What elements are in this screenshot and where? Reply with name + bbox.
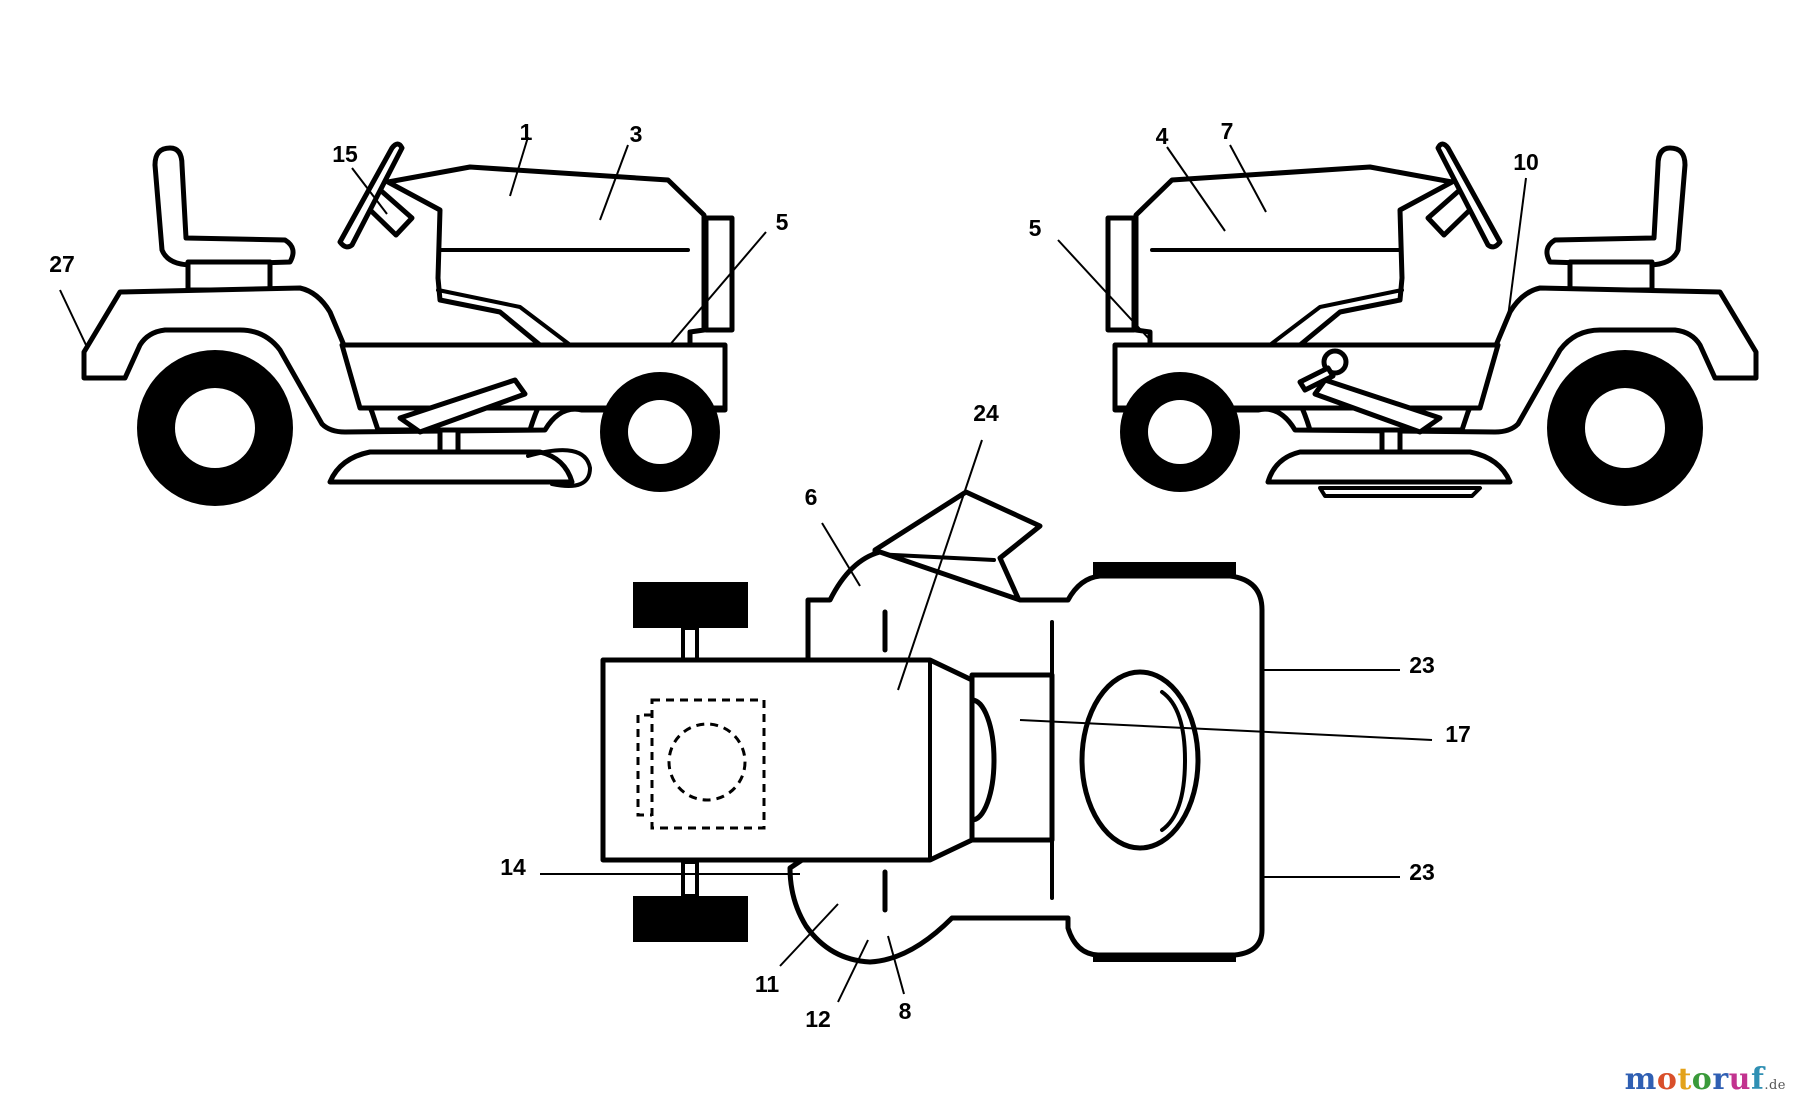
grille-left xyxy=(703,215,735,333)
tractor-left-side-view xyxy=(81,141,735,506)
watermark-letter: o xyxy=(1656,1062,1678,1097)
leader-1 xyxy=(509,136,529,197)
grille-right xyxy=(1105,215,1137,333)
watermark-letter: t xyxy=(1677,1062,1692,1097)
front-axle-bottom xyxy=(681,860,699,898)
watermark-letter: o xyxy=(1691,1062,1713,1097)
hood-left xyxy=(385,164,707,348)
lift-lever-right xyxy=(1297,365,1336,393)
callout-15: 15 xyxy=(332,141,358,167)
leader-17 xyxy=(1019,719,1433,741)
callout-17: 17 xyxy=(1445,721,1471,747)
tractor-right-side-view xyxy=(1105,141,1759,506)
leader-6 xyxy=(821,522,861,587)
deck-mount-left xyxy=(437,427,461,455)
callout-1: 1 xyxy=(520,119,533,145)
rear-hub-left xyxy=(175,388,255,468)
watermark-letter: u xyxy=(1728,1062,1751,1097)
callout-6: 6 xyxy=(805,484,818,510)
front-hub-left xyxy=(628,400,692,464)
leader-5-left xyxy=(667,231,767,348)
callout-7: 7 xyxy=(1221,118,1234,144)
deck-chute-left xyxy=(526,448,592,488)
callout-27: 27 xyxy=(49,251,75,277)
leader-4 xyxy=(1166,146,1226,232)
footrest-left xyxy=(397,377,528,435)
callout-labels: 1 3 15 27 5 4 7 10 5 24 6 23 17 23 14 11… xyxy=(49,118,1539,1032)
seat-top xyxy=(1079,669,1201,851)
steering-wheel-right xyxy=(1435,141,1503,250)
callout-12: 12 xyxy=(805,1006,831,1032)
callout-11: 11 xyxy=(755,971,780,997)
leader-10 xyxy=(1507,177,1527,318)
seat-right xyxy=(1544,145,1688,268)
hood-side-left xyxy=(436,288,592,362)
seat-back-top xyxy=(1160,690,1187,832)
leader-24 xyxy=(897,439,983,691)
callout-8: 8 xyxy=(899,998,912,1024)
seat-left xyxy=(152,145,296,268)
watermark-letter: r xyxy=(1712,1062,1729,1097)
mower-deck-right xyxy=(1265,449,1513,485)
watermark-letter: m xyxy=(1624,1062,1657,1097)
leader-5-right xyxy=(1057,239,1153,343)
hood-right xyxy=(1133,164,1455,348)
callout-23-top: 23 xyxy=(1409,652,1435,678)
tractor-top-view xyxy=(600,489,1265,965)
footrest-right xyxy=(1312,377,1443,435)
leader-27 xyxy=(59,289,87,346)
leader-11 xyxy=(779,903,839,967)
front-hub-right xyxy=(1148,400,1212,464)
engine-outline xyxy=(650,698,766,830)
front-tire-bottom xyxy=(633,896,748,942)
leader-12 xyxy=(837,939,869,1003)
engine-flywheel-outline xyxy=(667,722,747,802)
watermark-suffix: .de xyxy=(1764,1078,1786,1093)
mower-deck-left xyxy=(327,449,575,485)
hood-top xyxy=(600,657,975,863)
watermark-logo: motoruf.de xyxy=(1625,1062,1786,1097)
engine-side-outline xyxy=(636,713,652,817)
callout-24: 24 xyxy=(973,400,999,426)
watermark-letter: f xyxy=(1750,1062,1765,1097)
deck-mount-right xyxy=(1379,427,1403,455)
hood-side-right xyxy=(1248,288,1404,362)
callout-23-bottom: 23 xyxy=(1409,859,1435,885)
callout-5-left: 5 xyxy=(776,209,789,235)
callout-10: 10 xyxy=(1513,149,1539,175)
steering-wheel-left xyxy=(337,141,405,250)
leader-7 xyxy=(1229,144,1267,213)
front-tire-top xyxy=(633,582,748,628)
leader-lines xyxy=(59,136,1527,1003)
callout-4: 4 xyxy=(1156,123,1169,149)
callout-3: 3 xyxy=(630,121,643,147)
rear-hub-right xyxy=(1585,388,1665,468)
seat-support-right xyxy=(1567,259,1655,293)
leader-8 xyxy=(887,935,905,995)
front-axle-top xyxy=(681,626,699,664)
callout-14: 14 xyxy=(500,854,526,880)
callout-5-right: 5 xyxy=(1029,215,1042,241)
watermark-letters: motoruf xyxy=(1625,1062,1765,1097)
seat-support-left xyxy=(185,259,273,293)
deck-skirt-right xyxy=(1318,486,1482,498)
leader-3 xyxy=(599,144,629,221)
leader-15 xyxy=(351,167,388,215)
